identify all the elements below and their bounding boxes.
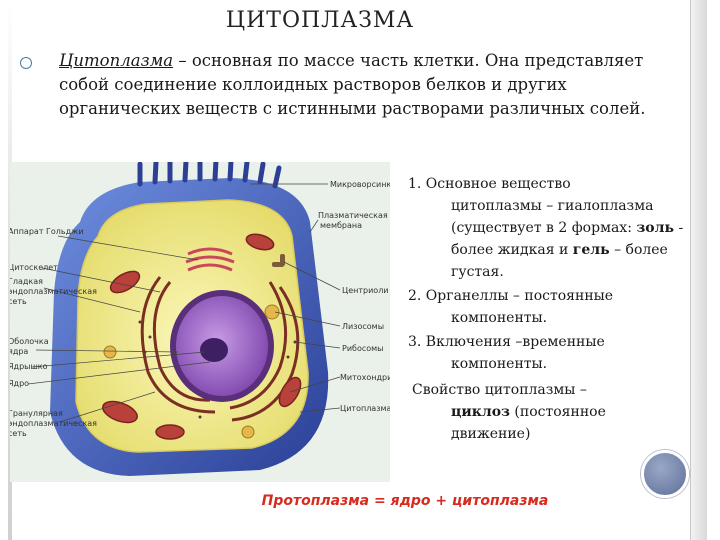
list-item-rest-b: - более жидкая и (451, 220, 684, 258)
cell-diagram: Микроворсинки Плазматическая мембрана Це… (10, 162, 390, 482)
intro-term: Цитоплазма (59, 51, 174, 70)
list-item: 2. Органеллы – постоянные компоненты. (408, 285, 688, 329)
sol-term: золь (636, 220, 675, 236)
list-item-lead: 3. Включения –временные (408, 334, 605, 350)
label-plasma-membrane-2: мембрана (320, 221, 362, 230)
slide-frame-right (690, 0, 707, 540)
label-nuclear-envelope-1: Оболочка (10, 337, 49, 346)
label-nucleolus: Ядрышко (10, 362, 48, 371)
label-lysosomes: Лизосомы (342, 322, 384, 331)
label-smooth-er-3: сеть (10, 297, 27, 306)
label-smooth-er-2: эндоплазматическая (10, 287, 97, 296)
label-mitochondria: Митохондрии (340, 373, 390, 382)
label-ribosomes: Рибосомы (342, 344, 384, 353)
bullet-icon (20, 57, 32, 69)
list-item-rest: компоненты. (451, 310, 548, 326)
property-rest-text: (постоянное движение) (451, 404, 606, 442)
label-cytoskeleton: Цитоскелет (10, 263, 58, 272)
property-rest: циклоз (постоянное движение) (412, 401, 688, 445)
cyclosis-term: циклоз (451, 404, 510, 420)
list-item-rest-a: цитоплазмы – гиалоплазма (существует в 2… (451, 198, 654, 236)
label-lines-right (250, 183, 341, 413)
label-golgi: Аппарат Гольджи (10, 227, 84, 236)
nucleolus (200, 338, 228, 362)
label-nuclear-envelope-2: ядра (10, 347, 28, 356)
label-rough-er-2: эндоплазматическая (10, 419, 97, 428)
intro-paragraph: Цитоплазма – основная по массе часть кле… (59, 49, 679, 121)
lysosomes (103, 304, 280, 439)
list-item-lead: 1. Основное вещество (408, 176, 571, 192)
list-item: 3. Включения –временные компоненты. (408, 331, 688, 375)
label-rough-er-3: сеть (10, 429, 27, 438)
label-plasma-membrane-1: Плазматическая (318, 211, 388, 220)
label-smooth-er-1: Гладкая (10, 277, 43, 286)
label-microvilli: Микроворсинки (330, 180, 390, 189)
label-lines-left (27, 235, 211, 423)
label-nucleus: Ядро (10, 379, 29, 388)
mitochondria (102, 233, 302, 440)
list-item: 1. Основное вещество цитоплазмы – гиалоп… (408, 173, 688, 283)
microvilli (137, 162, 282, 189)
cytoplasm-components-list: 1. Основное вещество цитоплазмы – гиалоп… (408, 173, 688, 445)
list-item-rest-c: – более густая. (451, 242, 668, 280)
label-cytoplasm: Цитоплазма (340, 404, 390, 413)
intro-text: – основная по массе часть клетки. Она пр… (59, 51, 646, 118)
gel-term: гель (572, 242, 610, 258)
slide-title: ЦИТОПЛАЗМА (225, 8, 415, 33)
property-lead: Свойство цитоплазмы – (412, 382, 587, 398)
list-item-rest: цитоплазмы – гиалоплазма (существует в 2… (408, 195, 688, 283)
rough-er (140, 276, 300, 422)
decorative-circle (641, 450, 689, 498)
list-item-lead: 2. Органеллы – постоянные (408, 288, 614, 304)
list-item-rest: компоненты. (451, 356, 548, 372)
label-centrioles: Центриоли (342, 286, 389, 295)
property-paragraph: Свойство цитоплазмы – циклоз (постоянное… (408, 379, 688, 445)
centrioles (272, 254, 285, 267)
golgi-apparatus (185, 247, 235, 272)
protoplasm-formula: Протоплазма = ядро + цитоплазма (261, 493, 549, 509)
label-rough-er-1: Гранулярная (10, 409, 63, 418)
